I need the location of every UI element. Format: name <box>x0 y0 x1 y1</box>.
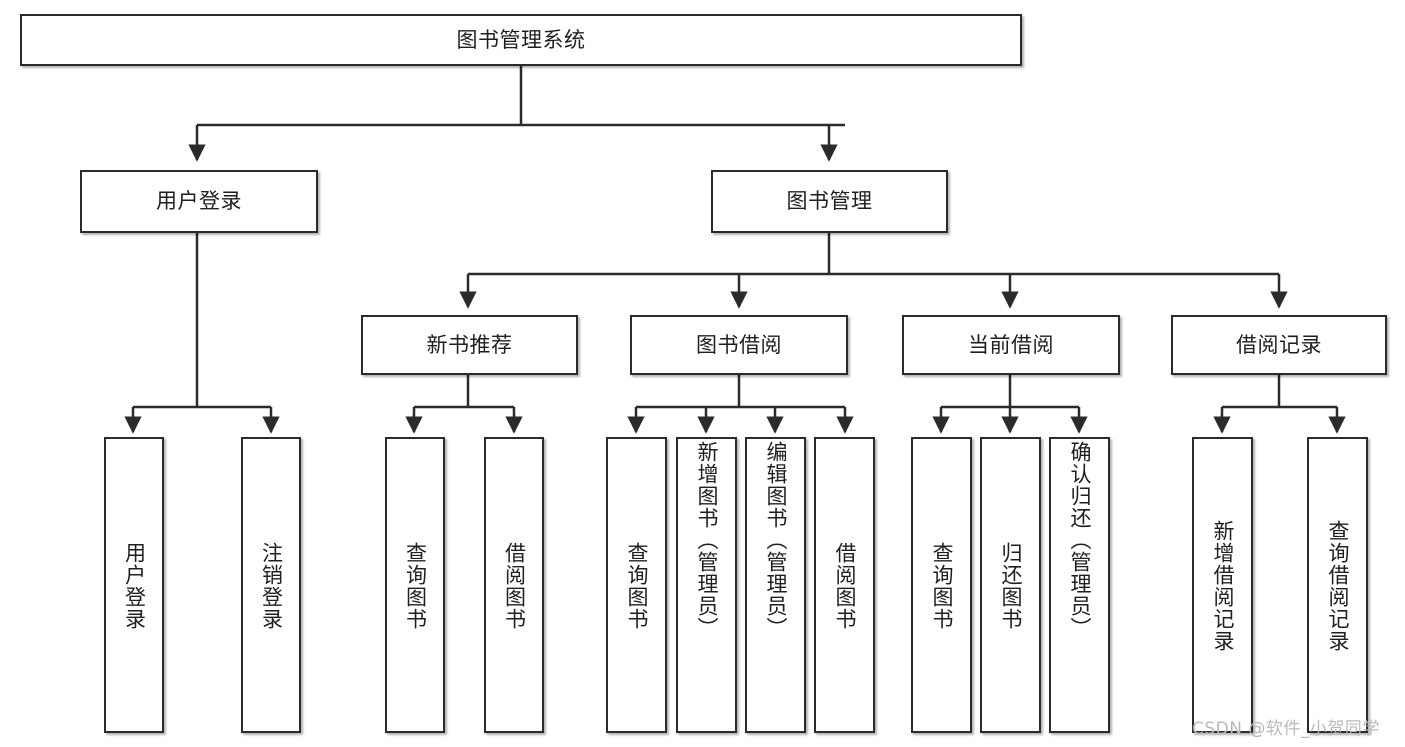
node-leaf-query-record-label: 查询借阅记录 <box>1325 520 1350 652</box>
node-leaf-query-book-1-label: 查询图书 <box>403 542 428 630</box>
node-leaf-borrow-book-2[interactable]: 借阅图书 <box>814 437 875 733</box>
node-leaf-confirm-return[interactable]: 确认归还（管理员） <box>1049 437 1110 733</box>
node-leaf-add-record-label: 新增借阅记录 <box>1210 520 1235 652</box>
node-leaf-user-logout[interactable]: 注销登录 <box>241 437 301 733</box>
node-borrow-record-label: 借阅记录 <box>1236 332 1322 357</box>
node-leaf-borrow-book-1[interactable]: 借阅图书 <box>484 437 544 733</box>
node-book-manage-label: 图书管理 <box>786 189 873 214</box>
node-leaf-query-book-3-label: 查询图书 <box>929 542 954 630</box>
node-leaf-edit-book-label: 编辑图书（管理员） <box>763 441 788 639</box>
node-leaf-edit-book[interactable]: 编辑图书（管理员） <box>745 437 806 733</box>
node-leaf-user-logout-label: 注销登录 <box>259 542 284 630</box>
node-leaf-borrow-book-1-label: 借阅图书 <box>502 542 527 630</box>
node-leaf-query-book-1[interactable]: 查询图书 <box>385 437 445 733</box>
node-current-borrow-label: 当前借阅 <box>968 332 1054 357</box>
node-book-manage[interactable]: 图书管理 <box>711 170 948 233</box>
node-leaf-add-book[interactable]: 新增图书（管理员） <box>676 437 737 733</box>
node-borrow-record[interactable]: 借阅记录 <box>1171 315 1387 375</box>
node-root[interactable]: 图书管理系统 <box>20 14 1022 66</box>
watermark-text: CSDN @软件_小贺同学 <box>1192 719 1380 739</box>
node-leaf-return-book[interactable]: 归还图书 <box>980 437 1041 733</box>
node-user-login[interactable]: 用户登录 <box>80 170 318 233</box>
node-book-borrow[interactable]: 图书借阅 <box>630 315 848 375</box>
node-leaf-borrow-book-2-label: 借阅图书 <box>832 542 857 630</box>
node-leaf-user-login-label: 用户登录 <box>122 542 147 630</box>
node-leaf-confirm-return-label: 确认归还（管理员） <box>1067 441 1092 639</box>
node-new-book-rec-label: 新书推荐 <box>426 332 513 357</box>
node-leaf-query-record[interactable]: 查询借阅记录 <box>1307 437 1368 733</box>
node-book-borrow-label: 图书借阅 <box>696 332 782 357</box>
node-leaf-add-record[interactable]: 新增借阅记录 <box>1192 437 1253 733</box>
node-leaf-query-book-2[interactable]: 查询图书 <box>606 437 667 733</box>
node-leaf-user-login[interactable]: 用户登录 <box>104 437 164 733</box>
node-root-label: 图书管理系统 <box>456 27 586 52</box>
node-user-login-label: 用户登录 <box>156 189 242 214</box>
node-new-book-rec[interactable]: 新书推荐 <box>361 315 578 375</box>
node-leaf-return-book-label: 归还图书 <box>998 542 1023 630</box>
node-leaf-query-book-2-label: 查询图书 <box>624 542 649 630</box>
node-current-borrow[interactable]: 当前借阅 <box>902 315 1120 375</box>
node-leaf-add-book-label: 新增图书（管理员） <box>694 441 719 639</box>
node-leaf-query-book-3[interactable]: 查询图书 <box>911 437 972 733</box>
